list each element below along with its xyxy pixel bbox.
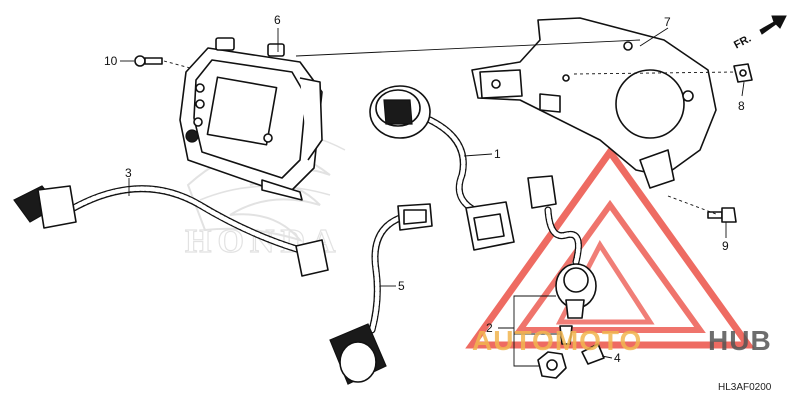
- callout-1: 1: [494, 147, 501, 161]
- diagram-reference-code: HL3AF0200: [718, 382, 772, 393]
- meter-stay-bracket-part: [471, 17, 717, 189]
- watermark-logo-triangle: [465, 145, 755, 349]
- wire-harness-3-part: [13, 185, 329, 277]
- leader-line-6b: [295, 39, 641, 57]
- clip-part: [733, 63, 753, 83]
- callout-3: 3: [125, 166, 132, 180]
- leader-line-7: [639, 27, 669, 47]
- callout-9: 9: [722, 239, 729, 253]
- callout-6: 6: [274, 13, 281, 27]
- ignition-switch-part: [527, 175, 597, 345]
- callout-8: 8: [738, 99, 745, 113]
- callout-4: 4: [614, 351, 621, 365]
- meter-assembly-part: [179, 37, 323, 201]
- direction-label: FR.: [732, 33, 753, 52]
- leader-line-8: [741, 81, 745, 97]
- callout-10: 10: [104, 54, 118, 68]
- cap-part: [581, 343, 605, 365]
- front-direction-indicator: FR.: [732, 15, 787, 52]
- nut-part: [537, 351, 567, 379]
- callout-7: 7: [664, 15, 671, 29]
- wire-harness-1-part: [369, 85, 515, 251]
- callout-2: 2: [486, 321, 493, 335]
- leader-line-1: [463, 153, 493, 157]
- watermark-text-primary: AUTOMOTO: [472, 325, 642, 356]
- bolt-part: [707, 207, 737, 223]
- leader-line-4: [601, 355, 613, 359]
- alignment-line: [667, 195, 717, 215]
- direction-arrow-icon: [759, 15, 787, 35]
- watermark-text-secondary: HUB: [708, 325, 772, 356]
- screw-part: [134, 55, 163, 67]
- callout-5: 5: [398, 279, 405, 293]
- leader-bracket-2: [498, 295, 562, 367]
- wire-harness-5-part: [329, 203, 433, 385]
- alignment-line: [163, 60, 191, 69]
